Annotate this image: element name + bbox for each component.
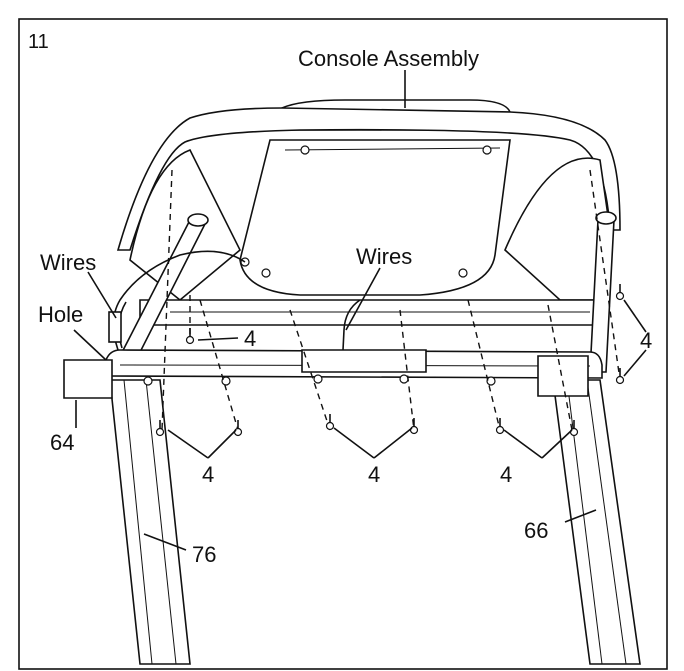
center-wire <box>342 299 361 351</box>
label-wires-left: Wires <box>40 250 96 275</box>
screw <box>185 328 195 345</box>
screw <box>615 368 625 385</box>
label-hole: Hole <box>38 302 83 327</box>
label-screw-4-left: 4 <box>202 462 214 487</box>
screw <box>155 420 165 437</box>
label-part-76: 76 <box>192 542 216 567</box>
label-screw-4-right: 4 <box>500 462 512 487</box>
left-end-cap-64 <box>63 359 113 399</box>
label-console-assembly: Console Assembly <box>298 46 479 71</box>
callout-lines <box>73 70 647 551</box>
left-wire-harness <box>108 250 246 351</box>
crossbar <box>105 349 603 386</box>
label-screw-4-upper-left: 4 <box>244 326 256 351</box>
step-number: 11 <box>28 31 49 53</box>
left-upright-76 <box>109 379 191 665</box>
label-wires-center: Wires <box>356 244 412 269</box>
diagram-border <box>18 18 668 670</box>
right-end-cap <box>537 355 589 397</box>
console-assembly <box>116 99 621 326</box>
right-handlebar-tube <box>589 211 617 373</box>
label-screw-4-far-right: 4 <box>640 328 652 353</box>
screw <box>409 418 419 435</box>
screw <box>233 420 243 437</box>
label-part-64: 64 <box>50 430 74 455</box>
label-part-66: 66 <box>524 518 548 543</box>
screw <box>495 418 505 435</box>
label-screw-4-center: 4 <box>368 462 380 487</box>
screw <box>615 284 625 301</box>
screw <box>325 414 335 431</box>
